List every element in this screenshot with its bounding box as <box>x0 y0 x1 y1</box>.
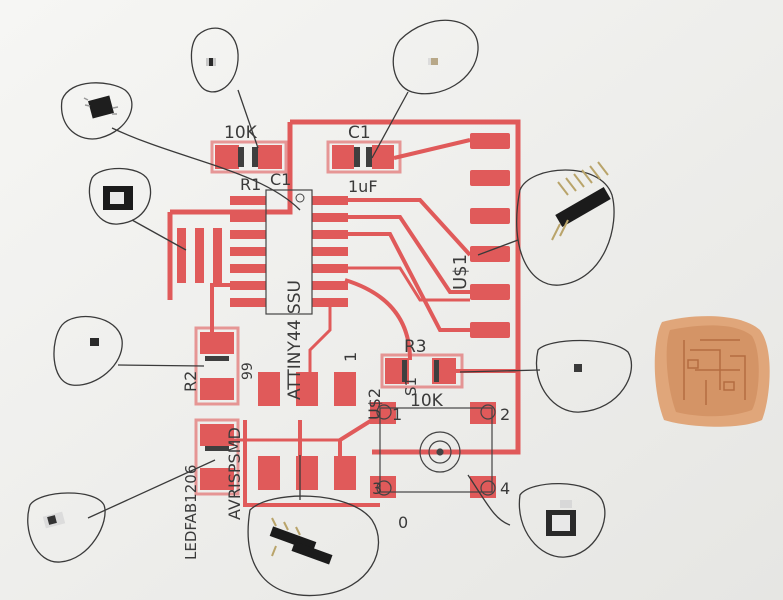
component-header-pins <box>551 161 611 241</box>
pin3-label: 3 <box>372 479 382 498</box>
component-regulator <box>103 186 133 210</box>
ic-name-label: ATTINY44 SSU <box>285 280 305 400</box>
pin1-label: 1 <box>392 405 402 424</box>
component-resistor-left <box>90 338 99 346</box>
component-capacitor-top <box>428 58 438 65</box>
pin4-label: 4 <box>500 479 510 498</box>
component-ic-chip <box>83 95 119 119</box>
pin9-label: 99 <box>240 362 256 380</box>
led-label: LEDFAB1206 <box>182 465 200 560</box>
component-led <box>42 511 66 529</box>
zero-label: 0 <box>398 513 408 532</box>
silkscreen-marks <box>205 147 439 451</box>
pin2-label: 2 <box>500 405 510 424</box>
r2-label: R2 <box>181 371 200 392</box>
r3-value-label: 10K <box>410 391 444 411</box>
component-isp-header <box>269 517 333 565</box>
avrisp-label: AVRISPSMD <box>225 427 244 520</box>
milled-pcb-board <box>654 316 770 427</box>
us1-label: U$1 <box>450 254 471 290</box>
s1-label: S1 <box>402 377 420 396</box>
component-button <box>546 500 576 536</box>
switch-outline <box>376 404 496 496</box>
r1-ref-label: R1 <box>240 175 261 194</box>
c1-ref-label: C1 <box>348 123 371 143</box>
component-resistor-top <box>206 58 216 66</box>
one-label: 1 <box>341 352 360 362</box>
us2-label: U$2 <box>365 388 384 420</box>
component-small-smd-right <box>574 364 582 372</box>
r1-value-label: 10K <box>224 123 258 143</box>
r3-ref-label: R3 <box>404 337 427 357</box>
pencil-annotations <box>27 19 633 597</box>
ic-outline <box>265 189 313 315</box>
c1-tag-label: C1 <box>270 170 291 189</box>
c1-value-label: 1uF <box>348 177 378 196</box>
